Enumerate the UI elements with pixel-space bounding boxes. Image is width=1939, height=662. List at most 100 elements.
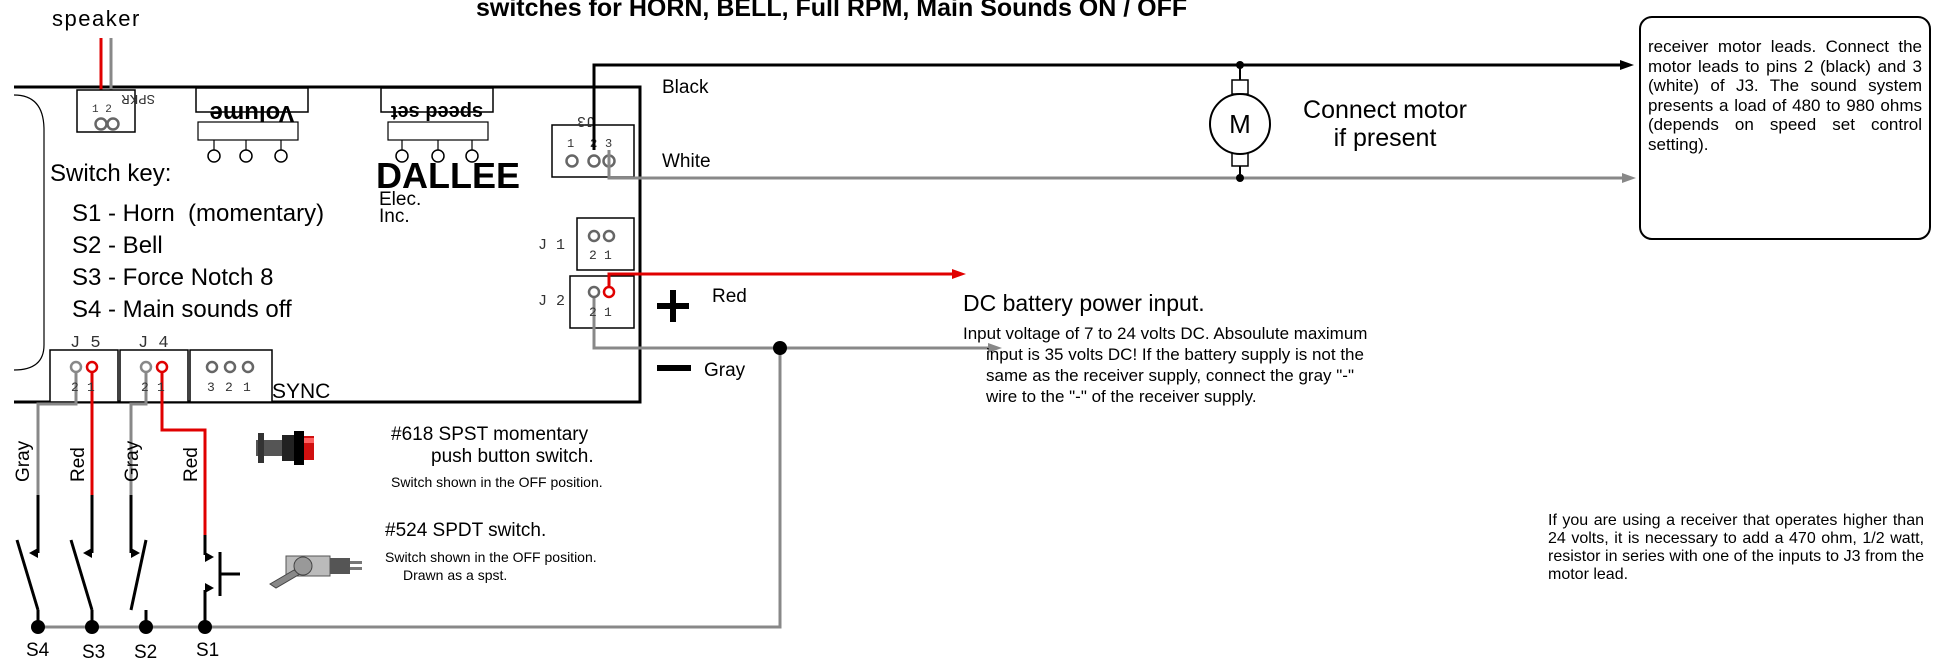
j4-pin-2 <box>139 360 153 374</box>
white-wire <box>607 150 1622 180</box>
volume-pot-pin-3 <box>274 149 288 163</box>
switch-s3-contact <box>83 548 92 558</box>
j4-pin-number-1: 1 <box>157 380 165 395</box>
switch-s2-contact <box>131 548 140 558</box>
sync-pin-number-2: 2 <box>225 380 233 395</box>
switch-label-s1: S1 <box>196 640 219 661</box>
speed-set-label: speed set <box>391 101 484 123</box>
s2-wire-gray <box>129 367 148 495</box>
j3-pin-number-1: 1 <box>567 137 574 151</box>
j1-pin-number-1: 1 <box>604 248 612 263</box>
j5-pin-number-1: 1 <box>87 380 95 395</box>
spkr-connector <box>76 89 136 133</box>
dc-input-line-2: input is 35 volts DC! If the battery sup… <box>986 345 1364 364</box>
sync-label: SYNC <box>272 380 330 403</box>
switch-label-s4: S4 <box>26 640 50 661</box>
s4-junction <box>31 620 45 634</box>
resistor-note: If you are using a receiver that operate… <box>1548 512 1924 583</box>
s1-wire-label: Red <box>181 447 202 482</box>
switch-s4 <box>15 495 40 627</box>
brand-sub-1: Elec. <box>379 189 421 210</box>
volume-pot-pin-2 <box>239 149 253 163</box>
spkr-label: SPKR <box>121 90 155 106</box>
j4-label: J 4 <box>138 334 169 353</box>
j2-pin-number-1: 1 <box>604 305 612 320</box>
sound-board-outline <box>14 85 642 404</box>
s3-wire-label: Red <box>68 447 89 482</box>
j1-label: J 1 <box>538 237 565 254</box>
speed-set-pot <box>387 121 489 141</box>
j5-label: J 5 <box>70 334 101 353</box>
minus-symbol <box>657 365 691 371</box>
motor-brush-top <box>1231 79 1249 95</box>
switch-s2 <box>129 495 148 627</box>
volume-pot-pin-1 <box>207 149 221 163</box>
part-618-title-1: #618 SPST momentary <box>391 424 589 445</box>
plus-symbol-v <box>670 290 676 322</box>
sync-connector <box>189 349 273 403</box>
white-wire-label: White <box>662 151 711 172</box>
speed-pot-pin-2 <box>431 149 445 163</box>
j2-label: J 2 <box>538 293 565 310</box>
spkr-pin-2 <box>106 117 120 131</box>
j3-pin-number-3: 3 <box>605 137 612 151</box>
volume-label-box <box>195 87 309 113</box>
brand-sub-2: Inc. <box>379 206 410 227</box>
j5-connector <box>49 349 119 403</box>
black-wire <box>592 63 1620 150</box>
white-wire-arrow <box>1622 173 1636 183</box>
sync-pin-2 <box>223 360 237 374</box>
s2-junction <box>139 620 153 634</box>
switch-s3 <box>69 495 94 627</box>
j5-pin-number-2: 2 <box>71 380 79 395</box>
j4-connector <box>119 349 189 403</box>
gray-wire-label: Gray <box>704 360 746 381</box>
switch-label-s2: S2 <box>134 642 157 662</box>
j5-pin-1 <box>85 360 99 374</box>
switch-s4-contact <box>29 548 38 558</box>
red-wire-label: Red <box>712 286 747 307</box>
switch-label-s3: S3 <box>82 642 105 662</box>
dc-input-line-1: Input voltage of 7 to 24 volts DC. Absou… <box>963 324 1367 343</box>
sync-pin-number-3: 3 <box>207 380 215 395</box>
switch-key-s3: S3 - Force Notch 8 <box>72 264 273 291</box>
j3-pin-1 <box>565 154 579 168</box>
volume-pot <box>197 121 299 141</box>
switch-key-s4: S4 - Main sounds off <box>72 296 292 323</box>
switch-s1 <box>203 535 240 627</box>
switch-key-s2: S2 - Bell <box>72 232 163 259</box>
part-524-note-2: Drawn as a spst. <box>403 567 507 583</box>
j1-pin-number-2: 2 <box>589 248 597 263</box>
dc-input-line-3: same as the receiver supply, connect the… <box>986 366 1354 385</box>
board-corner-arc <box>13 94 45 371</box>
red-wire-arrow <box>952 269 966 279</box>
part-524-note-1: Switch shown in the OFF position. <box>385 549 597 565</box>
part-524-title: #524 SPDT switch. <box>385 520 546 541</box>
j2-pin-1 <box>602 285 616 299</box>
s3-junction <box>85 620 99 634</box>
sync-pin-1 <box>241 360 255 374</box>
sync-pin-number-1: 1 <box>243 380 251 395</box>
toggle-switch-image <box>269 555 362 589</box>
j2-pin-number-2: 2 <box>589 305 597 320</box>
j2-connector <box>569 275 635 329</box>
brand-logo: DALLEE <box>376 155 520 196</box>
motor-label-2: if present <box>1334 124 1437 152</box>
dc-input-line-4: wire to the "-" of the receiver supply. <box>985 387 1257 406</box>
gray-junction <box>773 341 787 355</box>
j3-pin-2 <box>587 154 601 168</box>
switch-key-heading: Switch key: <box>50 160 171 187</box>
gray-wire-arrow <box>988 343 1002 353</box>
receiver-motor-note: receiver motor leads. Connect the motor … <box>1648 37 1922 154</box>
switch-s1-contact-top <box>205 552 214 562</box>
black-wire-label: Black <box>662 77 709 98</box>
dc-input-heading: DC battery power input. <box>963 290 1205 316</box>
motor-letter: M <box>1229 109 1251 139</box>
spkr-pin-1 <box>94 117 108 131</box>
push-button-switch-image <box>256 431 314 465</box>
j2-red-wire <box>607 272 952 292</box>
s1-wire-red <box>160 367 207 535</box>
s1-junction <box>198 620 212 634</box>
j5-pin-2 <box>69 360 83 374</box>
j1-pin-1 <box>602 229 616 243</box>
